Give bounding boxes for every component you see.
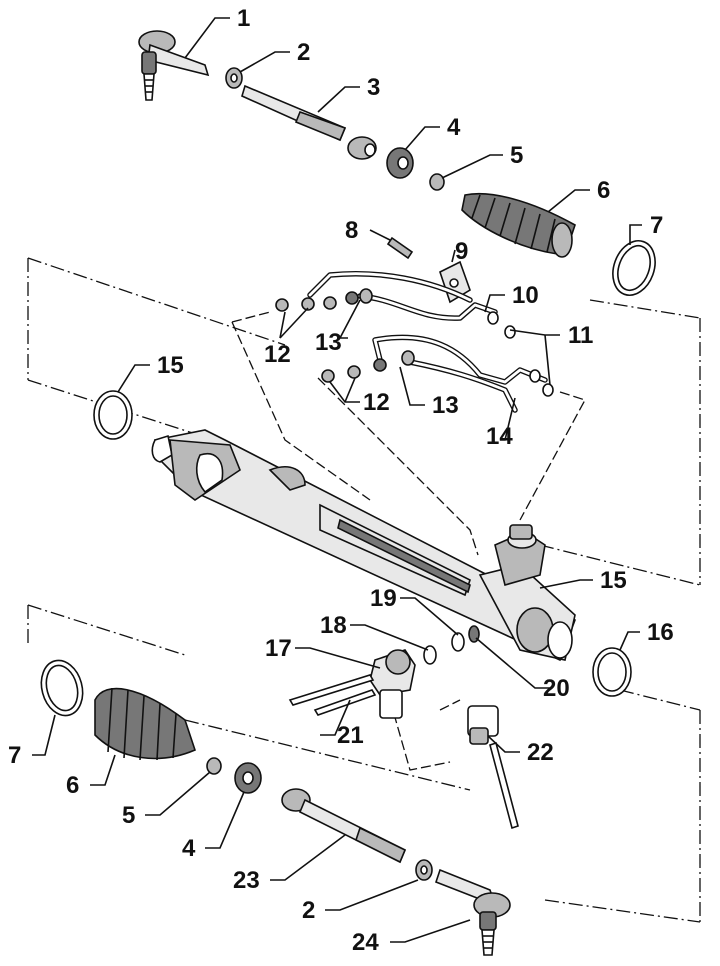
callout-3: 3 <box>367 74 380 101</box>
callout-labels: 1 2 3 4 5 6 7 8 9 10 11 12 13 12 13 14 1… <box>8 5 674 956</box>
callout-5-lower: 5 <box>122 802 135 829</box>
upper-washer <box>386 147 414 179</box>
callout-2-upper: 2 <box>297 39 310 66</box>
callout-5-upper: 5 <box>510 142 523 169</box>
callout-14: 14 <box>486 423 513 450</box>
upper-boot-clip <box>612 240 656 296</box>
sensor-valve-17 <box>369 649 416 719</box>
callout-13-lower: 13 <box>432 392 459 419</box>
lower-lock-nut <box>415 859 433 881</box>
bolts-21 <box>288 674 377 716</box>
callout-15-right: 16 <box>647 619 674 646</box>
hydraulic-pipe-upper <box>307 270 498 321</box>
callout-19: 19 <box>370 585 397 612</box>
callout-8: 8 <box>345 217 358 244</box>
hydraulic-pipe-lower <box>372 334 548 413</box>
callout-18: 18 <box>320 612 347 639</box>
lower-clamp <box>206 757 222 775</box>
callout-1: 1 <box>237 5 250 32</box>
callout-7-upper: 7 <box>650 212 663 239</box>
upper-clamp <box>429 173 445 191</box>
lower-washer <box>234 762 262 794</box>
callout-13-upper: 13 <box>315 329 342 356</box>
callout-12-upper: 12 <box>264 341 291 368</box>
callout-17: 17 <box>265 635 292 662</box>
callout-22: 22 <box>527 739 554 766</box>
callout-4-lower: 4 <box>182 835 196 862</box>
lower-inner-tie-rod <box>281 788 407 864</box>
callout-20: 20 <box>543 675 570 702</box>
callout-21: 21 <box>337 722 364 749</box>
callout-12-lower: 12 <box>363 389 390 416</box>
callout-9: 9 <box>455 238 468 265</box>
upper-tie-rod-end <box>138 30 210 101</box>
o-ring-right <box>592 647 632 697</box>
lower-tie-rod-end <box>435 868 511 956</box>
callout-6-lower: 6 <box>66 772 79 799</box>
callout-15-left: 15 <box>157 352 184 379</box>
upper-inner-tie-rod <box>241 84 377 160</box>
upper-boot <box>461 192 576 258</box>
lower-boot <box>94 687 196 761</box>
upper-lock-nut <box>225 67 243 89</box>
small-bolt-8 <box>386 236 414 260</box>
callout-24: 24 <box>352 929 379 956</box>
sensor-22 <box>467 705 519 830</box>
callout-2-lower: 2 <box>302 897 315 924</box>
seal-rings-18-19-20 <box>423 625 480 665</box>
callout-11: 11 <box>568 322 593 349</box>
o-ring-left <box>93 390 133 440</box>
callout-16: 15 <box>600 567 627 594</box>
callout-10: 10 <box>512 282 539 309</box>
callout-6-upper: 6 <box>597 177 610 204</box>
callout-4-upper: 4 <box>447 114 461 141</box>
assembly-frames <box>27 257 701 923</box>
pipe-fittings <box>275 288 554 397</box>
callout-23: 23 <box>233 867 260 894</box>
lower-boot-clip <box>40 659 84 717</box>
leader-lines <box>32 17 642 943</box>
callout-7-lower: 7 <box>8 742 21 769</box>
steering-rack-housing <box>151 429 576 662</box>
